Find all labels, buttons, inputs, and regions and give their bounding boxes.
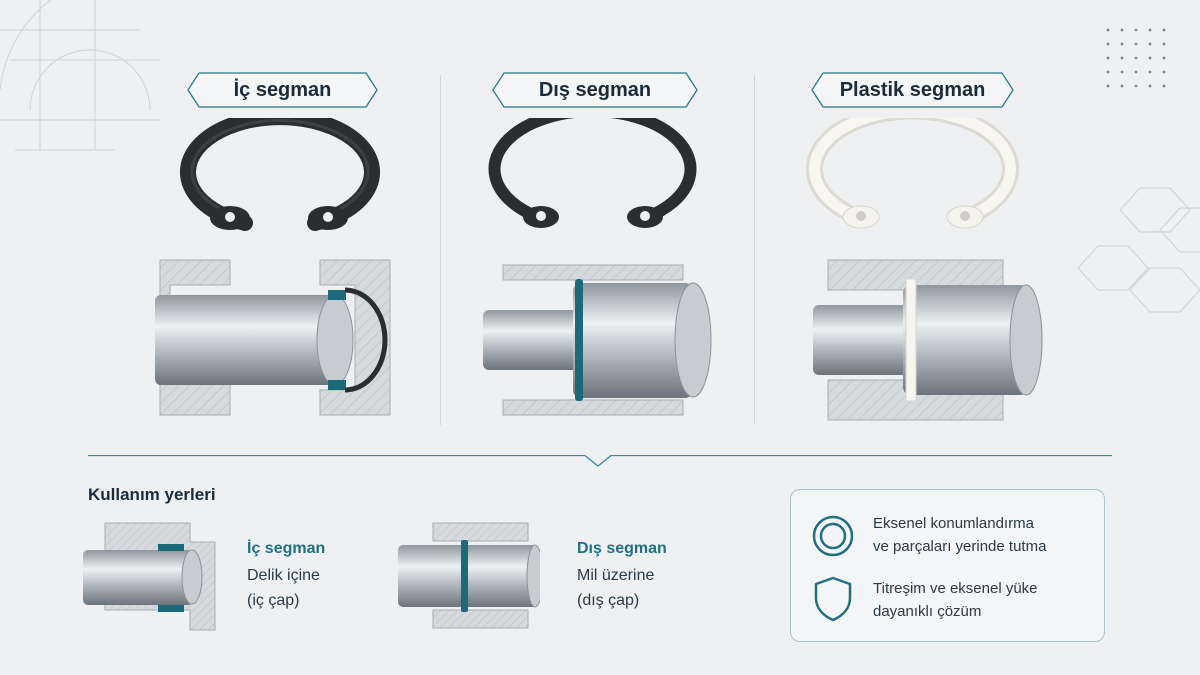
usage-item-line: Mil üzerine xyxy=(577,567,655,584)
benefit-line: Eksenel konumlandırma xyxy=(873,515,1034,532)
shield-icon xyxy=(814,576,852,622)
pill-ic-segman: İç segman xyxy=(187,72,378,108)
pill-dis-segman: Dış segman xyxy=(492,72,698,108)
internal-circlip-cutaway xyxy=(155,259,391,416)
usage-item-line: (iç çap) xyxy=(247,592,300,609)
external-circlip-cutaway xyxy=(483,264,712,416)
internal-circlip-ring xyxy=(180,118,380,231)
section-divider xyxy=(88,455,1112,467)
pill-label: Dış segman xyxy=(538,79,652,101)
usage-item-title: İç segman xyxy=(247,540,326,557)
usage-external-illustration xyxy=(398,522,540,629)
plastic-circlip-cutaway xyxy=(813,259,1043,421)
column-divider xyxy=(754,75,755,425)
plastic-circlip-ring xyxy=(806,118,1019,229)
pill-label: İç segman xyxy=(233,79,332,101)
usage-item-line: Delik içine xyxy=(247,567,320,584)
pill-plastik-segman: Plastik segman xyxy=(811,72,1014,108)
benefit-text: Titreşim ve eksenel yüke dayanıklı çözüm xyxy=(873,577,1038,623)
external-circlip-ring xyxy=(488,118,697,228)
usage-title: Kullanım yerleri xyxy=(88,485,216,504)
pill-label: Plastik segman xyxy=(839,79,986,101)
usage-internal-illustration xyxy=(83,522,216,631)
benefit-text: Eksenel konumlandırma ve parçaları yerin… xyxy=(873,512,1046,558)
ring-icon xyxy=(812,515,854,557)
usage-item-line: (dış çap) xyxy=(577,592,640,609)
benefit-line: dayanıklı çözüm xyxy=(873,603,982,620)
usage-item-title: Dış segman xyxy=(577,540,667,557)
benefit-line: Titreşim ve eksenel yüke xyxy=(873,580,1038,597)
benefit-line: ve parçaları yerinde tutma xyxy=(873,538,1047,555)
column-divider xyxy=(440,75,441,425)
benefits-box: Eksenel konumlandırma ve parçaları yerin… xyxy=(790,489,1105,642)
